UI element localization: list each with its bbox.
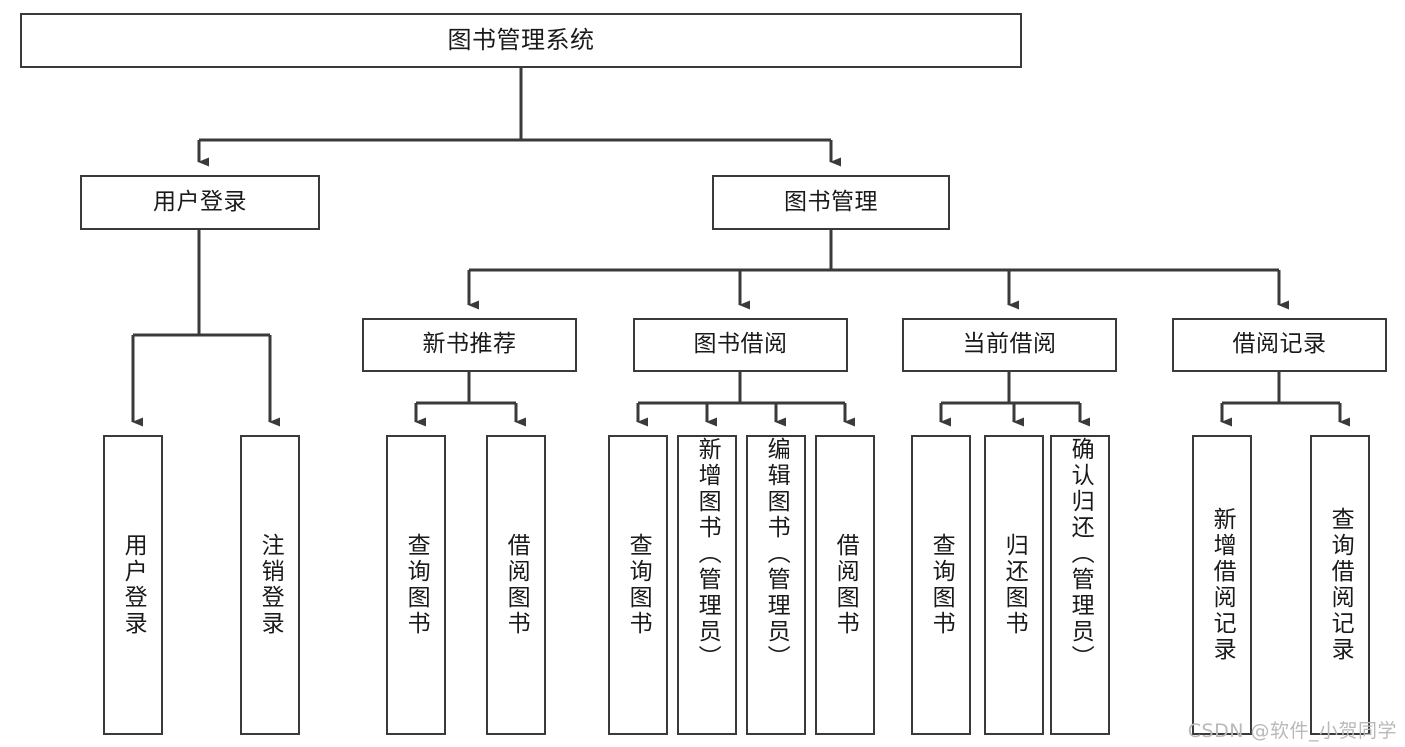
- node-new-book-recommend[interactable]: 新书推荐: [362, 318, 577, 372]
- node-leaf-query-borrow-record-label: 查询借阅记录: [1327, 507, 1354, 663]
- node-leaf-query-book-borrow-label: 查询图书: [625, 533, 652, 637]
- node-leaf-borrow-book-label: 借阅图书: [832, 533, 859, 637]
- node-current-borrow[interactable]: 当前借阅: [902, 318, 1117, 372]
- node-leaf-add-borrow-record[interactable]: 新增借阅记录: [1192, 435, 1252, 735]
- node-root-label: 图书管理系统: [447, 26, 595, 55]
- node-borrow-record[interactable]: 借阅记录: [1172, 318, 1387, 372]
- node-leaf-return-book-label: 归还图书: [1001, 533, 1028, 637]
- node-user-login-label: 用户登录: [153, 188, 247, 215]
- node-leaf-borrow-book[interactable]: 借阅图书: [815, 435, 875, 735]
- node-leaf-query-book-borrow[interactable]: 查询图书: [608, 435, 668, 735]
- node-new-book-recommend-label: 新书推荐: [422, 331, 517, 358]
- node-leaf-query-book-current-label: 查询图书: [928, 533, 955, 637]
- node-leaf-edit-book-admin[interactable]: 编辑图书（管理员）: [746, 435, 806, 735]
- node-leaf-add-book-admin-label: 新增图书（管理员）: [694, 437, 721, 671]
- node-leaf-user-login-label: 用户登录: [120, 533, 147, 637]
- node-root[interactable]: 图书管理系统: [20, 13, 1022, 68]
- node-leaf-borrow-book-recommend[interactable]: 借阅图书: [486, 435, 546, 735]
- node-user-login[interactable]: 用户登录: [80, 175, 320, 230]
- node-leaf-return-book[interactable]: 归还图书: [984, 435, 1044, 735]
- node-leaf-query-book-recommend-label: 查询图书: [403, 533, 430, 637]
- node-leaf-confirm-return-admin-label: 确认归还（管理员）: [1067, 437, 1094, 671]
- node-leaf-query-book-current[interactable]: 查询图书: [911, 435, 971, 735]
- node-leaf-logout-label: 注销登录: [257, 533, 284, 637]
- node-book-management[interactable]: 图书管理: [712, 175, 950, 230]
- node-leaf-edit-book-admin-label: 编辑图书（管理员）: [763, 437, 790, 671]
- node-leaf-borrow-book-recommend-label: 借阅图书: [503, 533, 530, 637]
- node-leaf-query-book-recommend[interactable]: 查询图书: [386, 435, 446, 735]
- csdn-watermark: CSDN @软件_小贺同学: [1187, 720, 1397, 742]
- node-leaf-add-book-admin[interactable]: 新增图书（管理员）: [677, 435, 737, 735]
- node-book-borrow[interactable]: 图书借阅: [633, 318, 848, 372]
- node-book-management-label: 图书管理: [784, 188, 878, 215]
- node-leaf-add-borrow-record-label: 新增借阅记录: [1209, 507, 1236, 663]
- node-leaf-logout[interactable]: 注销登录: [240, 435, 300, 735]
- node-leaf-query-borrow-record[interactable]: 查询借阅记录: [1310, 435, 1370, 735]
- node-book-borrow-label: 图书借阅: [693, 331, 788, 358]
- node-borrow-record-label: 借阅记录: [1232, 331, 1327, 358]
- node-leaf-confirm-return-admin[interactable]: 确认归还（管理员）: [1050, 435, 1110, 735]
- node-current-borrow-label: 当前借阅: [962, 331, 1057, 358]
- node-leaf-user-login[interactable]: 用户登录: [103, 435, 163, 735]
